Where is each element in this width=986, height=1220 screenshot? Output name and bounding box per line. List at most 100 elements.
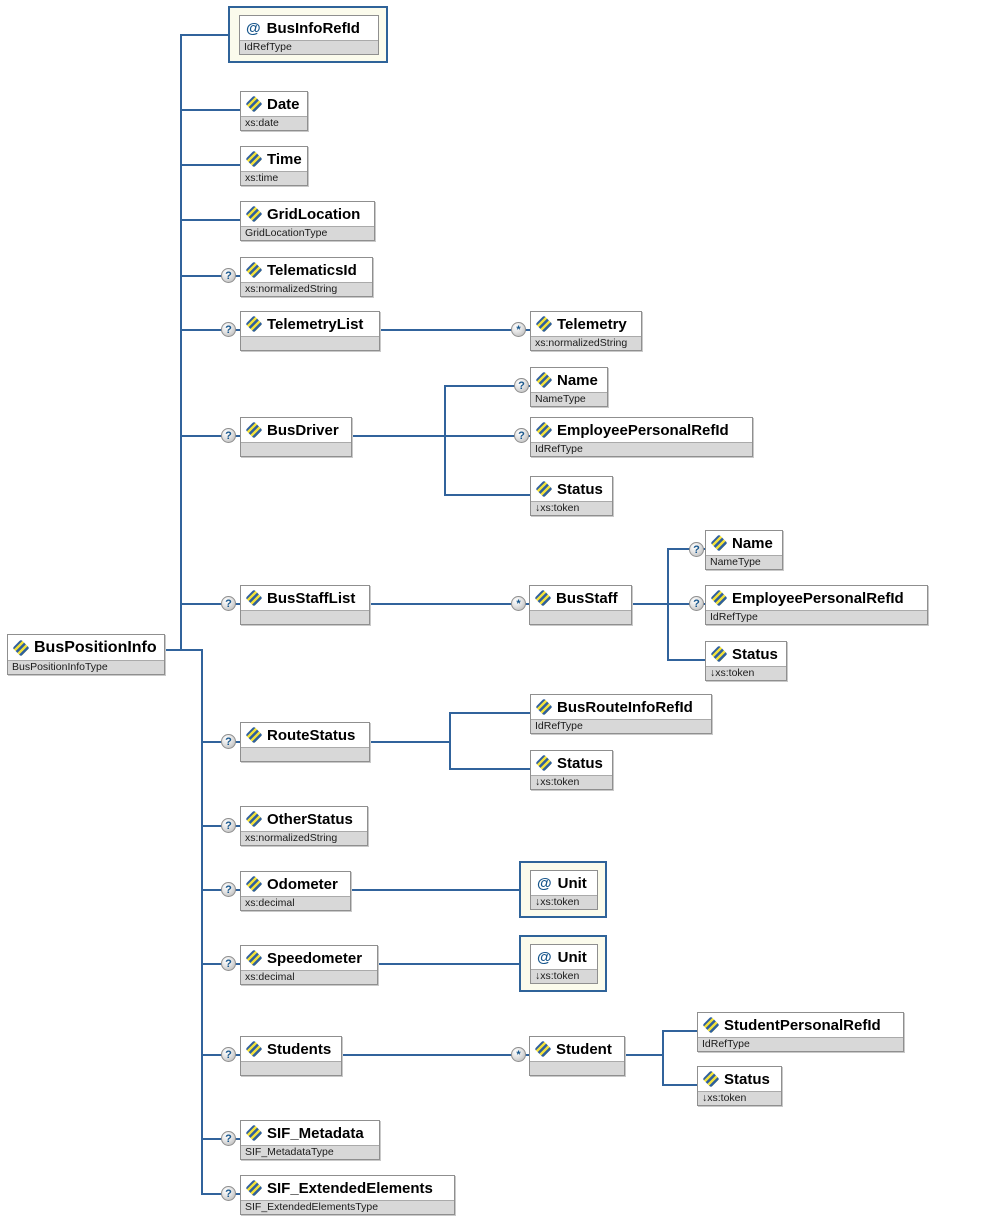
node-label: Status xyxy=(732,645,778,663)
connector-line xyxy=(444,494,530,496)
optional-badge: ? xyxy=(221,268,236,283)
element-node-routestatus[interactable]: RouteStatus xyxy=(240,722,370,762)
node-title: Status xyxy=(531,751,612,775)
node-type: xs:date xyxy=(241,116,307,130)
element-node-busdriver-name[interactable]: Name NameType xyxy=(530,367,608,407)
element-node-routestatus-status[interactable]: Status ↓xs:token xyxy=(530,750,613,790)
element-node-odometer[interactable]: Odometer xs:decimal xyxy=(240,871,351,911)
element-node-buspositioninfo[interactable]: BusPositionInfo BusPositionInfoType xyxy=(7,634,165,675)
element-icon xyxy=(702,1016,720,1034)
element-node-speedometer[interactable]: Speedometer xs:decimal xyxy=(240,945,378,985)
element-icon xyxy=(245,589,263,607)
attribute-node-odometer-unit[interactable]: @Unit ↓xs:token xyxy=(530,870,598,910)
element-icon xyxy=(702,1070,720,1088)
connector-line xyxy=(444,385,446,496)
element-node-students[interactable]: Students xyxy=(240,1036,342,1076)
connector-line xyxy=(449,712,451,770)
element-node-busstafflist[interactable]: BusStaffList xyxy=(240,585,370,625)
connector-line xyxy=(662,1084,697,1086)
element-node-busstaff-name[interactable]: Name NameType xyxy=(705,530,783,570)
node-type: IdRefType xyxy=(706,610,927,624)
node-label: EmployeePersonalRefId xyxy=(732,589,904,607)
optional-badge: ? xyxy=(514,428,529,443)
element-node-otherstatus[interactable]: OtherStatus xs:normalizedString xyxy=(240,806,368,846)
attribute-node-speedometer-unit[interactable]: @Unit ↓xs:token xyxy=(530,944,598,984)
element-icon xyxy=(245,1124,263,1142)
element-node-busstaff[interactable]: BusStaff xyxy=(529,585,632,625)
element-icon xyxy=(245,421,263,439)
node-title: StudentPersonalRefId xyxy=(698,1013,903,1037)
attribute-icon: @ xyxy=(537,948,552,966)
element-node-studentpersonalrefid[interactable]: StudentPersonalRefId IdRefType xyxy=(697,1012,904,1052)
element-icon xyxy=(535,421,553,439)
optional-badge: ? xyxy=(221,1186,236,1201)
element-node-gridlocation[interactable]: GridLocation GridLocationType xyxy=(240,201,375,241)
element-node-telemetrylist[interactable]: TelemetryList xyxy=(240,311,380,351)
node-title: Student xyxy=(530,1037,624,1061)
element-node-student[interactable]: Student xyxy=(529,1036,625,1076)
node-type xyxy=(241,1061,341,1075)
element-node-busdriver[interactable]: BusDriver xyxy=(240,417,352,457)
element-icon xyxy=(245,726,263,744)
element-icon xyxy=(245,810,263,828)
element-node-busdriver-status[interactable]: Status ↓xs:token xyxy=(530,476,613,516)
node-title: Date xyxy=(241,92,307,116)
connector-line xyxy=(352,435,445,437)
element-icon xyxy=(710,589,728,607)
optional-badge: ? xyxy=(221,596,236,611)
connector-line xyxy=(662,1030,697,1032)
attribute-node-businforefid[interactable]: @BusInfoRefId IdRefType xyxy=(239,15,379,55)
node-label: SIF_ExtendedElements xyxy=(267,1179,433,1197)
element-icon xyxy=(245,949,263,967)
node-label: BusPositionInfo xyxy=(34,638,157,656)
node-type: NameType xyxy=(531,392,607,406)
node-label: StudentPersonalRefId xyxy=(724,1016,881,1034)
node-type: IdRefType xyxy=(698,1037,903,1051)
node-title: Name xyxy=(531,368,607,392)
node-label: Status xyxy=(557,480,603,498)
connector-line xyxy=(667,603,705,605)
node-type: SIF_MetadataType xyxy=(241,1145,379,1159)
element-node-busdriver-employeepersonalrefid[interactable]: EmployeePersonalRefId IdRefType xyxy=(530,417,753,457)
element-node-date[interactable]: Date xs:date xyxy=(240,91,308,131)
connector-line xyxy=(632,603,668,605)
node-title: Status xyxy=(698,1067,781,1091)
node-type xyxy=(530,610,631,624)
repeating-badge: * xyxy=(511,322,526,337)
element-node-time[interactable]: Time xs:time xyxy=(240,146,308,186)
node-type: ↓xs:token xyxy=(531,501,612,515)
element-node-busstaff-status[interactable]: Status ↓xs:token xyxy=(705,641,787,681)
element-icon xyxy=(245,315,263,333)
element-node-busrouteinforefid[interactable]: BusRouteInfoRefId IdRefType xyxy=(530,694,712,734)
element-node-busstaff-employeepersonalrefid[interactable]: EmployeePersonalRefId IdRefType xyxy=(705,585,928,625)
optional-badge: ? xyxy=(221,818,236,833)
connector-line xyxy=(180,435,240,437)
element-icon xyxy=(245,150,263,168)
node-label: Students xyxy=(267,1040,332,1058)
element-icon xyxy=(245,261,263,279)
node-label: Odometer xyxy=(267,875,338,893)
optional-badge: ? xyxy=(221,734,236,749)
element-node-telematicsid[interactable]: TelematicsId xs:normalizedString xyxy=(240,257,373,297)
element-node-sif-extendedelements[interactable]: SIF_ExtendedElements SIF_ExtendedElement… xyxy=(240,1175,455,1215)
connector-line xyxy=(444,385,530,387)
node-title: @Unit xyxy=(531,871,597,895)
optional-badge: ? xyxy=(221,882,236,897)
connector-line xyxy=(667,659,705,661)
element-node-telemetry[interactable]: Telemetry xs:normalizedString xyxy=(530,311,642,351)
node-type: IdRefType xyxy=(240,40,378,54)
node-type xyxy=(241,610,369,624)
element-node-student-status[interactable]: Status ↓xs:token xyxy=(697,1066,782,1106)
element-node-sif-metadata[interactable]: SIF_Metadata SIF_MetadataType xyxy=(240,1120,380,1160)
node-label: OtherStatus xyxy=(267,810,353,828)
node-label: Name xyxy=(732,534,773,552)
connector-line xyxy=(444,435,530,437)
node-type xyxy=(530,1061,624,1075)
node-type: NameType xyxy=(706,555,782,569)
element-icon xyxy=(535,371,553,389)
node-type: xs:decimal xyxy=(241,896,350,910)
element-icon xyxy=(710,534,728,552)
node-label: RouteStatus xyxy=(267,726,356,744)
node-type: IdRefType xyxy=(531,442,752,456)
node-title: Name xyxy=(706,531,782,555)
